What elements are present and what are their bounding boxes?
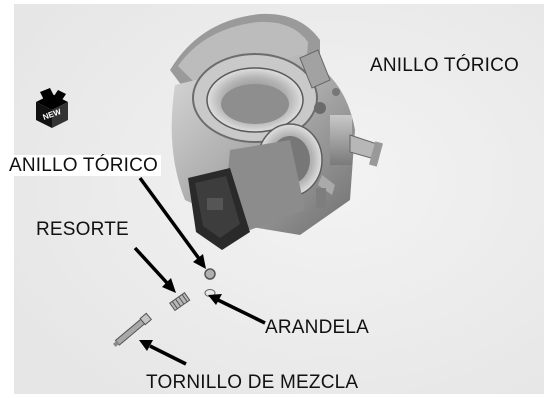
- label-mixture-screw: TORNILLO DE MEZCLA: [146, 372, 359, 393]
- label-spring: RESORTE: [36, 219, 129, 240]
- throttle-body: [170, 13, 383, 235]
- label-washer: ARANDELA: [265, 317, 370, 338]
- label-o-ring-top: ANILLO TÓRICO: [370, 55, 520, 76]
- throttle-position-sensor: [188, 168, 250, 250]
- new-part-icon: NEW: [36, 88, 68, 128]
- leader-arrows: [133, 176, 266, 366]
- label-o-ring-left: ANILLO TÓRICO: [6, 155, 162, 176]
